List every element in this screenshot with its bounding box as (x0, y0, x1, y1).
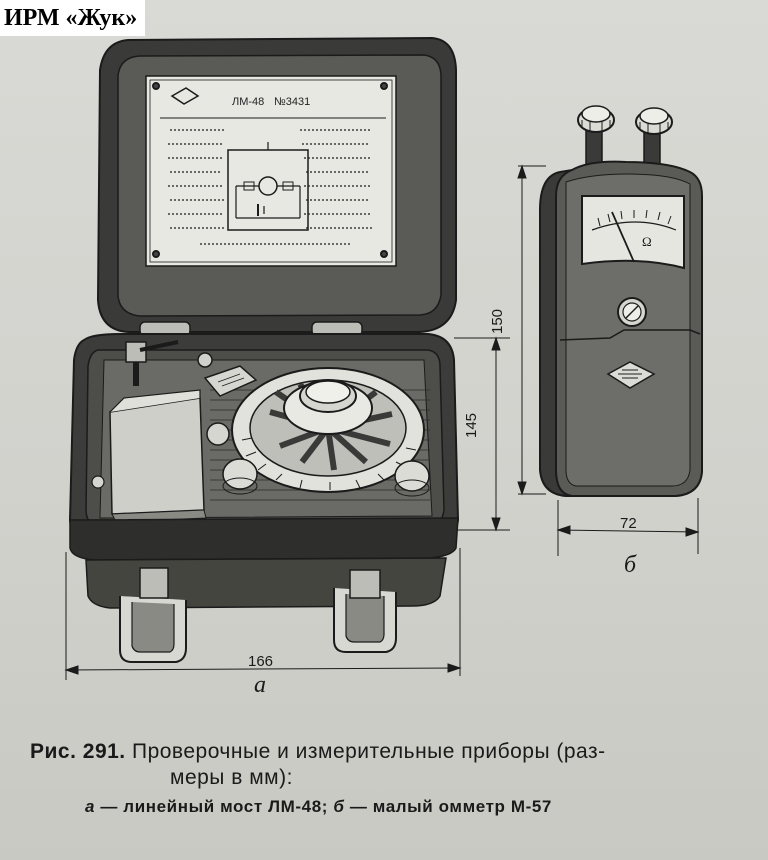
caption-b-letter: б (333, 797, 345, 816)
label-a: а (254, 672, 266, 698)
dim-height-a: 145 (463, 413, 480, 438)
dim-width-a: 166 (248, 653, 273, 670)
dimension-lines-a (64, 336, 510, 680)
caption-a-letter: а (85, 797, 96, 816)
label-b: б (624, 552, 637, 578)
plate-model: ЛМ-48 (232, 96, 264, 108)
bridge-device-illustration: ЛМ-48 №3431 (68, 36, 460, 663)
dim-height-b: 150 (489, 309, 506, 334)
dimension-lines-b (517, 164, 700, 556)
ohmmeter-device-illustration: Ω (539, 105, 703, 497)
plate-serial: №3431 (274, 96, 310, 108)
caption-fig-label: Рис. 291. (30, 740, 126, 763)
caption-b-text: — малый омметр М-57 (344, 797, 552, 816)
caption-a-text: — линейный мост ЛМ-48; (95, 797, 334, 816)
page-title: ИРМ «Жук» (0, 0, 146, 36)
caption-line-3: а — линейный мост ЛМ-48; б — малый оммет… (85, 797, 725, 817)
caption-text-1: Проверочные и измерительные приборы (раз… (131, 740, 606, 763)
svg-text:Ω: Ω (642, 234, 652, 249)
caption-line-1: Рис. 291. Проверочные и измерительные пр… (30, 740, 750, 764)
caption-line-2: меры в мм): (170, 766, 293, 789)
dim-width-b: 72 (620, 515, 637, 532)
